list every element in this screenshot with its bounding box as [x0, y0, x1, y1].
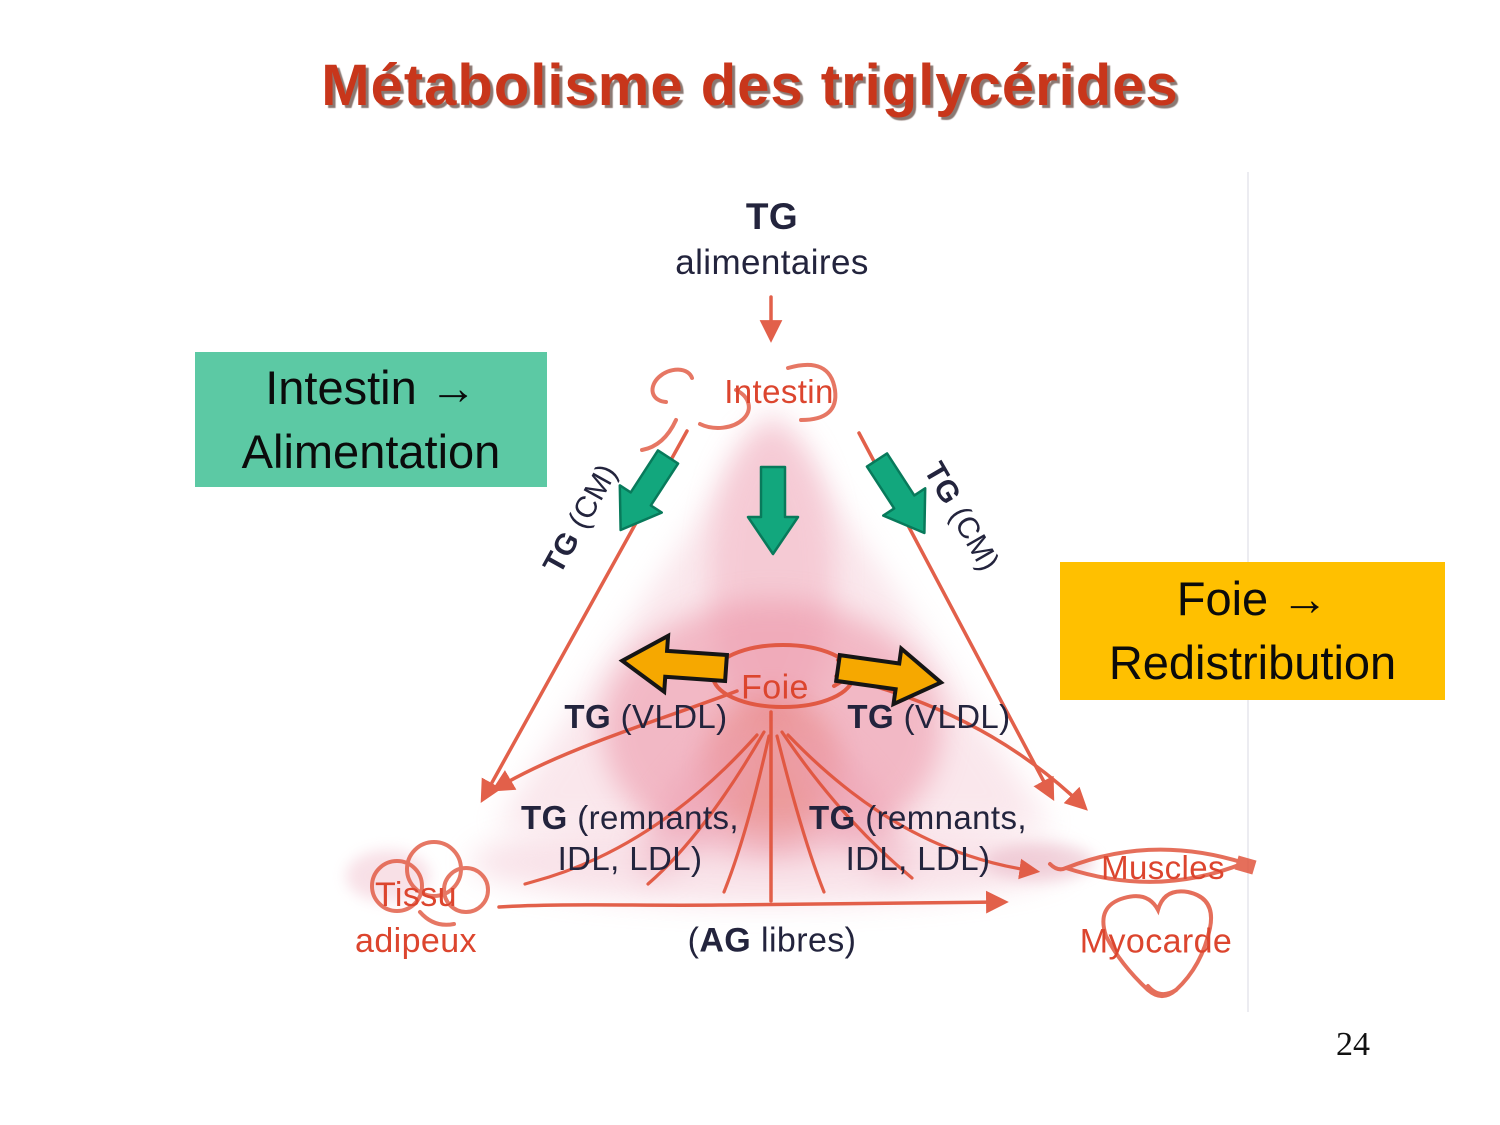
tg-alimentaires-label-line1: TG	[745, 196, 799, 237]
callout-intestin-line1: Intestin →	[265, 360, 477, 414]
green-arrow-left-icon	[618, 449, 680, 532]
tg-vldl-right-label: TG (VLDL)	[847, 698, 1011, 735]
muscles-doodle	[1048, 847, 1257, 884]
callout-foie-line2: Redistribution	[1108, 636, 1397, 689]
callout-foie-redistribution: Foie → Redistribution	[1060, 562, 1445, 700]
page-number: 24	[1336, 1026, 1370, 1063]
callout-foie-line1: Foie →	[1176, 572, 1329, 625]
page-title: Métabolisme des triglycérides	[321, 53, 1179, 118]
intestin-label: Intestin	[724, 373, 834, 410]
yellow-arrow-left-icon	[618, 632, 730, 696]
foie-label: Foie	[741, 668, 809, 707]
ag-libres-label: (AG libres)	[687, 921, 857, 960]
tg-remnants-right-label: TG (remnants, IDL, LDL)	[809, 799, 1027, 877]
intestin-doodle	[640, 362, 838, 452]
green-arrow-middle-icon	[746, 465, 800, 556]
yellow-side-arrows	[618, 632, 945, 708]
vldl-arc-left	[491, 689, 739, 792]
tg-alimentaires-label-line2: alimentaires	[675, 243, 869, 282]
tissu-adipeux-doodle	[370, 840, 490, 927]
muscles-label: Muscles	[1101, 849, 1225, 886]
ag-libres-line	[497, 890, 1009, 914]
remnant-fan	[523, 730, 1041, 894]
myocarde-doodle	[1101, 889, 1213, 998]
callout-intestin-line2: Alimentation	[241, 424, 501, 478]
myocarde-label: Myocarde	[1079, 922, 1233, 961]
tg-remnants-left-label: TG (remnants, IDL, LDL)	[521, 799, 739, 877]
callout-intestin-alimentation: Intestin → Alimentation	[195, 352, 547, 487]
tissu-adipeux-label: Tissu adipeux	[355, 876, 477, 960]
yellow-arrow-right-icon	[833, 644, 945, 708]
green-down-arrows	[618, 449, 927, 556]
green-arrow-right-icon	[865, 452, 927, 535]
pink-haze	[346, 405, 1095, 904]
tg-vldl-left-label: TG (VLDL)	[564, 698, 728, 735]
